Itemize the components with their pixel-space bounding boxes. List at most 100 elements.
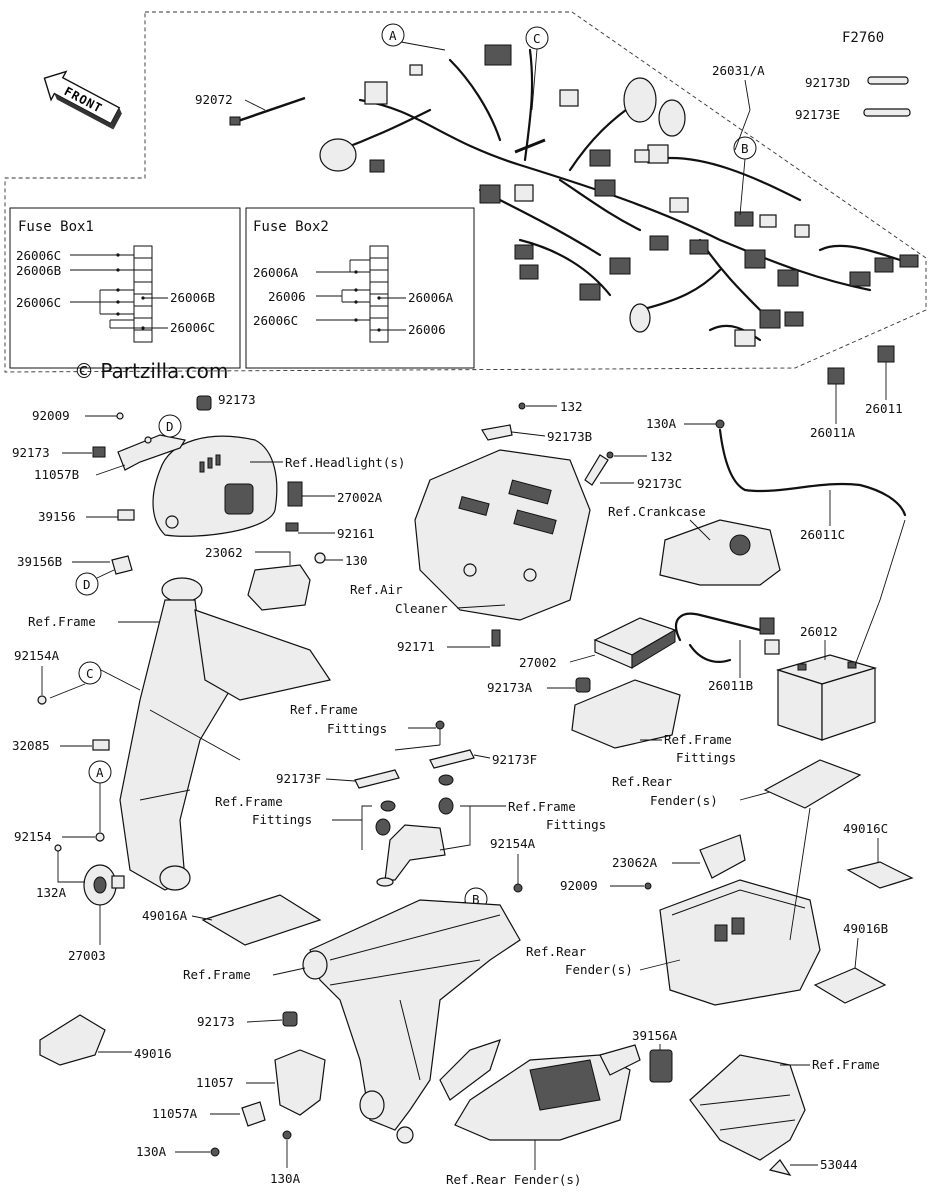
bracket-23062 [247,564,311,611]
label-92173F-right: 92173F [492,752,537,767]
rear-frame-drawing [302,899,521,1144]
label-92154A-left: 92154A [14,648,60,663]
label-26011C: 26011C [800,527,845,542]
pad-49016B [813,967,887,1004]
ref-letter-c-top: C [533,31,541,46]
ref-letter-a-top: A [389,28,397,43]
screw-132-top [518,402,526,410]
bolt-92154 [95,832,105,842]
ref-circle-c-frame [78,661,102,685]
strap-92173F-right [429,749,475,769]
label-130: 130 [345,553,368,568]
label-92173F-left: 92173F [276,771,321,786]
label-39156B: 39156B [17,554,62,569]
fuse2-label-26006A-left: 26006A [253,265,299,280]
screw-92009 [116,412,124,420]
clip-92171 [491,629,501,647]
label-ref-ff-left-2: Fittings [252,812,312,827]
label-11057: 11057 [196,1075,234,1090]
clip-92173E [863,108,911,117]
label-ref-ff-right-2: Fittings [546,817,606,832]
sub-harness-26011B [675,612,762,663]
label-92154: 92154 [14,829,52,844]
label-26011B: 26011B [708,678,753,693]
label-92173C: 92173C [637,476,682,491]
label-11057A: 11057A [152,1106,198,1121]
figure-code: F2760 [842,30,884,46]
pad-39156A [649,1049,673,1083]
rear-fender-drawing [454,1044,641,1141]
rubber-92173A [575,677,591,693]
ref-letter-d-bottom: D [83,577,91,592]
battery-case-drawing [659,834,821,1006]
nut-92173-left [92,446,106,458]
ref-letter-b-top: B [741,141,749,156]
label-49016A: 49016A [142,908,188,923]
label-ref-rf-1b: Fender(s) [650,793,718,808]
nut-92173-top [196,395,212,411]
label-26031A: 26031/A [712,63,765,78]
label-ref-rear-fender-bottom: Ref.Rear Fender(s) [446,1172,581,1187]
headlight-housing-drawing [152,435,278,537]
ecu-27002 [593,617,677,669]
band-92173C [584,454,609,486]
pad-39156 [117,509,135,521]
label-26011A: 26011A [810,425,856,440]
label-92173D: 92173D [805,75,850,90]
ref-letter-a-frame: A [96,765,104,780]
label-23062A: 23062A [612,855,658,870]
front-arrow-icon: FRONT [43,70,122,130]
battery-26012 [775,654,878,741]
label-49016: 49016 [134,1046,172,1061]
clip-32085 [92,739,110,751]
label-ref-frame-top: Ref.Frame [28,614,96,629]
label-26011: 26011 [865,401,903,416]
fuse2-label-26006A-right: 26006A [408,290,454,305]
connector-26011B-b [764,639,780,655]
label-132-mid: 132 [650,449,673,464]
label-39156A: 39156A [632,1028,678,1043]
harness-outline [4,11,927,373]
label-27002: 27002 [519,655,557,670]
label-49016C: 49016C [843,821,888,836]
label-92173B: 92173B [547,429,592,444]
fuse1-label-26006C-mid: 26006C [16,295,61,310]
label-23062: 23062 [205,545,243,560]
label-92009-left: 92009 [32,408,70,423]
bracket-11057B [117,434,186,471]
label-26012: 26012 [800,624,838,639]
bracket-11057 [274,1049,326,1116]
pad-49016 [39,1014,106,1066]
crankcase-drawing [659,519,781,586]
label-ref-ff-mid-2: Fittings [327,721,387,736]
label-132-top: 132 [560,399,583,414]
label-ref-ff-ecu-1: Ref.Frame [664,732,732,747]
bracket-11057A [241,1101,266,1127]
label-ref-air-1: Ref.Air [350,582,403,597]
label-92154A-right: 92154A [490,836,536,851]
label-92173-bottom: 92173 [197,1014,235,1029]
screw-92009-right [644,882,652,890]
ref-letter-b-mid: B [472,892,480,907]
battery-pad [763,759,862,809]
label-ref-air-2: Cleaner [395,601,448,616]
pad-49016A [201,894,322,946]
label-92173E: 92173E [795,107,840,122]
grommet-right-top [438,774,454,786]
front-frame-drawing [119,577,331,891]
fuse-box2-title: Fuse Box2 [253,219,329,235]
bolt-fittings-top [435,720,445,730]
ref-letter-c-frame: C [86,666,94,681]
label-ref-rf-2b: Fender(s) [565,962,633,977]
bolt-130A-left [210,1147,220,1157]
label-132A: 132A [36,885,67,900]
label-92171: 92171 [397,639,435,654]
watermark: © Partzilla.com [74,359,228,383]
label-ref-frame-bottom: Ref.Frame [812,1057,880,1072]
clip-53044 [768,1159,792,1176]
label-27002A: 27002A [337,490,383,505]
grommet-left-top [380,800,396,812]
rear-subframe-drawing [689,1054,806,1161]
label-32085: 32085 [12,738,50,753]
bolt-92154A-left [37,695,47,705]
